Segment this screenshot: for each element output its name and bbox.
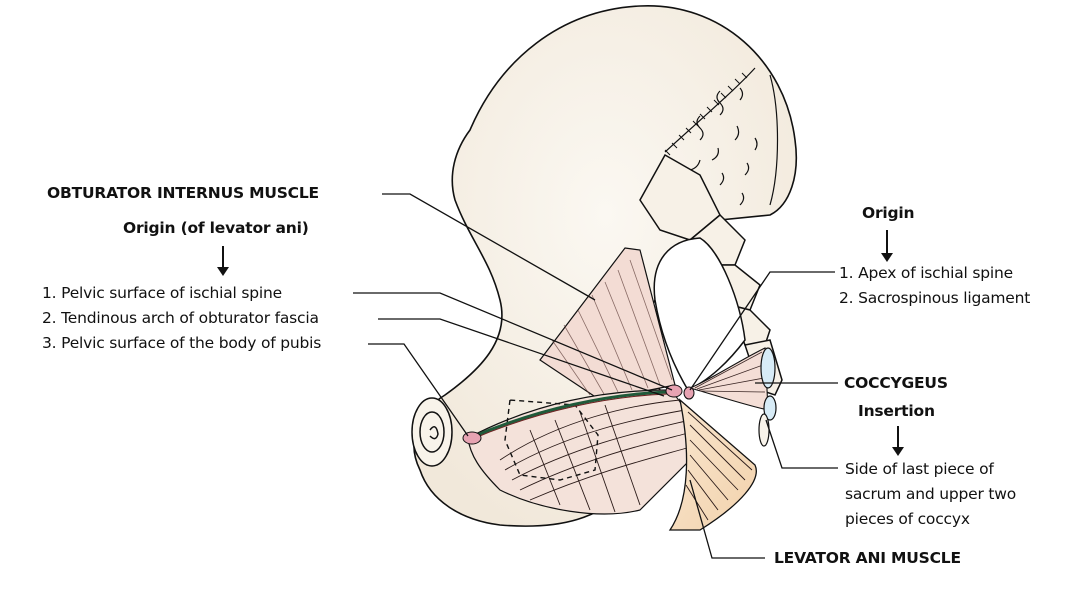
iliac-crest-hatching [664,72,748,156]
coccygeus-origin-item: 1. Apex of ischial spine [839,264,1013,282]
label-coccygeus-insertion-heading: Insertion [858,402,935,420]
leader-origin-3 [368,343,469,437]
levator-origin-item: 3. Pelvic surface of the body of pubis [42,334,322,352]
levator-origin-arrow-icon [217,246,229,276]
pubic-symphysis [411,397,453,467]
auricular-surface [664,67,779,206]
leader-origin-1 [353,292,673,391]
ischial-spine-apex [683,386,695,400]
coccygeus-origin-arrow-icon [881,230,893,262]
label-levator-ani: LEVATOR ANI MUSCLE [774,549,961,567]
leader-levator-ani [689,479,765,559]
leader-coccygeus-origin [689,271,835,391]
levator-fibers [499,399,695,513]
levator-origin-list: 1. Pelvic surface of ischial spine 2. Te… [42,281,321,356]
leader-obturator-internus [382,193,596,301]
leader-lines [353,193,838,559]
leader-origin-2 [378,318,665,397]
coccygeus-origin-item: 2. Sacrospinous ligament [839,289,1031,307]
label-levator-origin-heading: Origin (of levator ani) [123,219,309,237]
insertion-line: pieces of coccyx [845,510,970,528]
ischial-spine-attachment [665,384,683,398]
coccygeus-fibers [694,351,766,393]
label-coccygeus-origin-heading: Origin [862,204,915,222]
insertion-line: Side of last piece of [845,460,994,478]
anococcygeal-portion [668,398,757,531]
coccygeus-insertion-text: Side of last piece of sacrum and upper t… [845,457,1016,532]
sciatic-notch [653,237,746,391]
obturator-foramen-outline [504,399,599,481]
tendinous-arch [469,390,669,440]
coccygeus-insertion-arrow-icon [892,426,904,456]
label-coccygeus: COCCYGEUS [844,374,948,392]
label-obturator-internus: OBTURATOR INTERNUS MUSCLE [47,184,319,202]
insertion-line: sacrum and upper two [845,485,1016,503]
leader-insertion [765,419,838,469]
levator-origin-item: 1. Pelvic surface of ischial spine [42,284,282,302]
levator-origin-item: 2. Tendinous arch of obturator fascia [42,309,319,327]
coccygeus-origin-list: 1. Apex of ischial spine 2. Sacrospinous… [839,261,1030,311]
